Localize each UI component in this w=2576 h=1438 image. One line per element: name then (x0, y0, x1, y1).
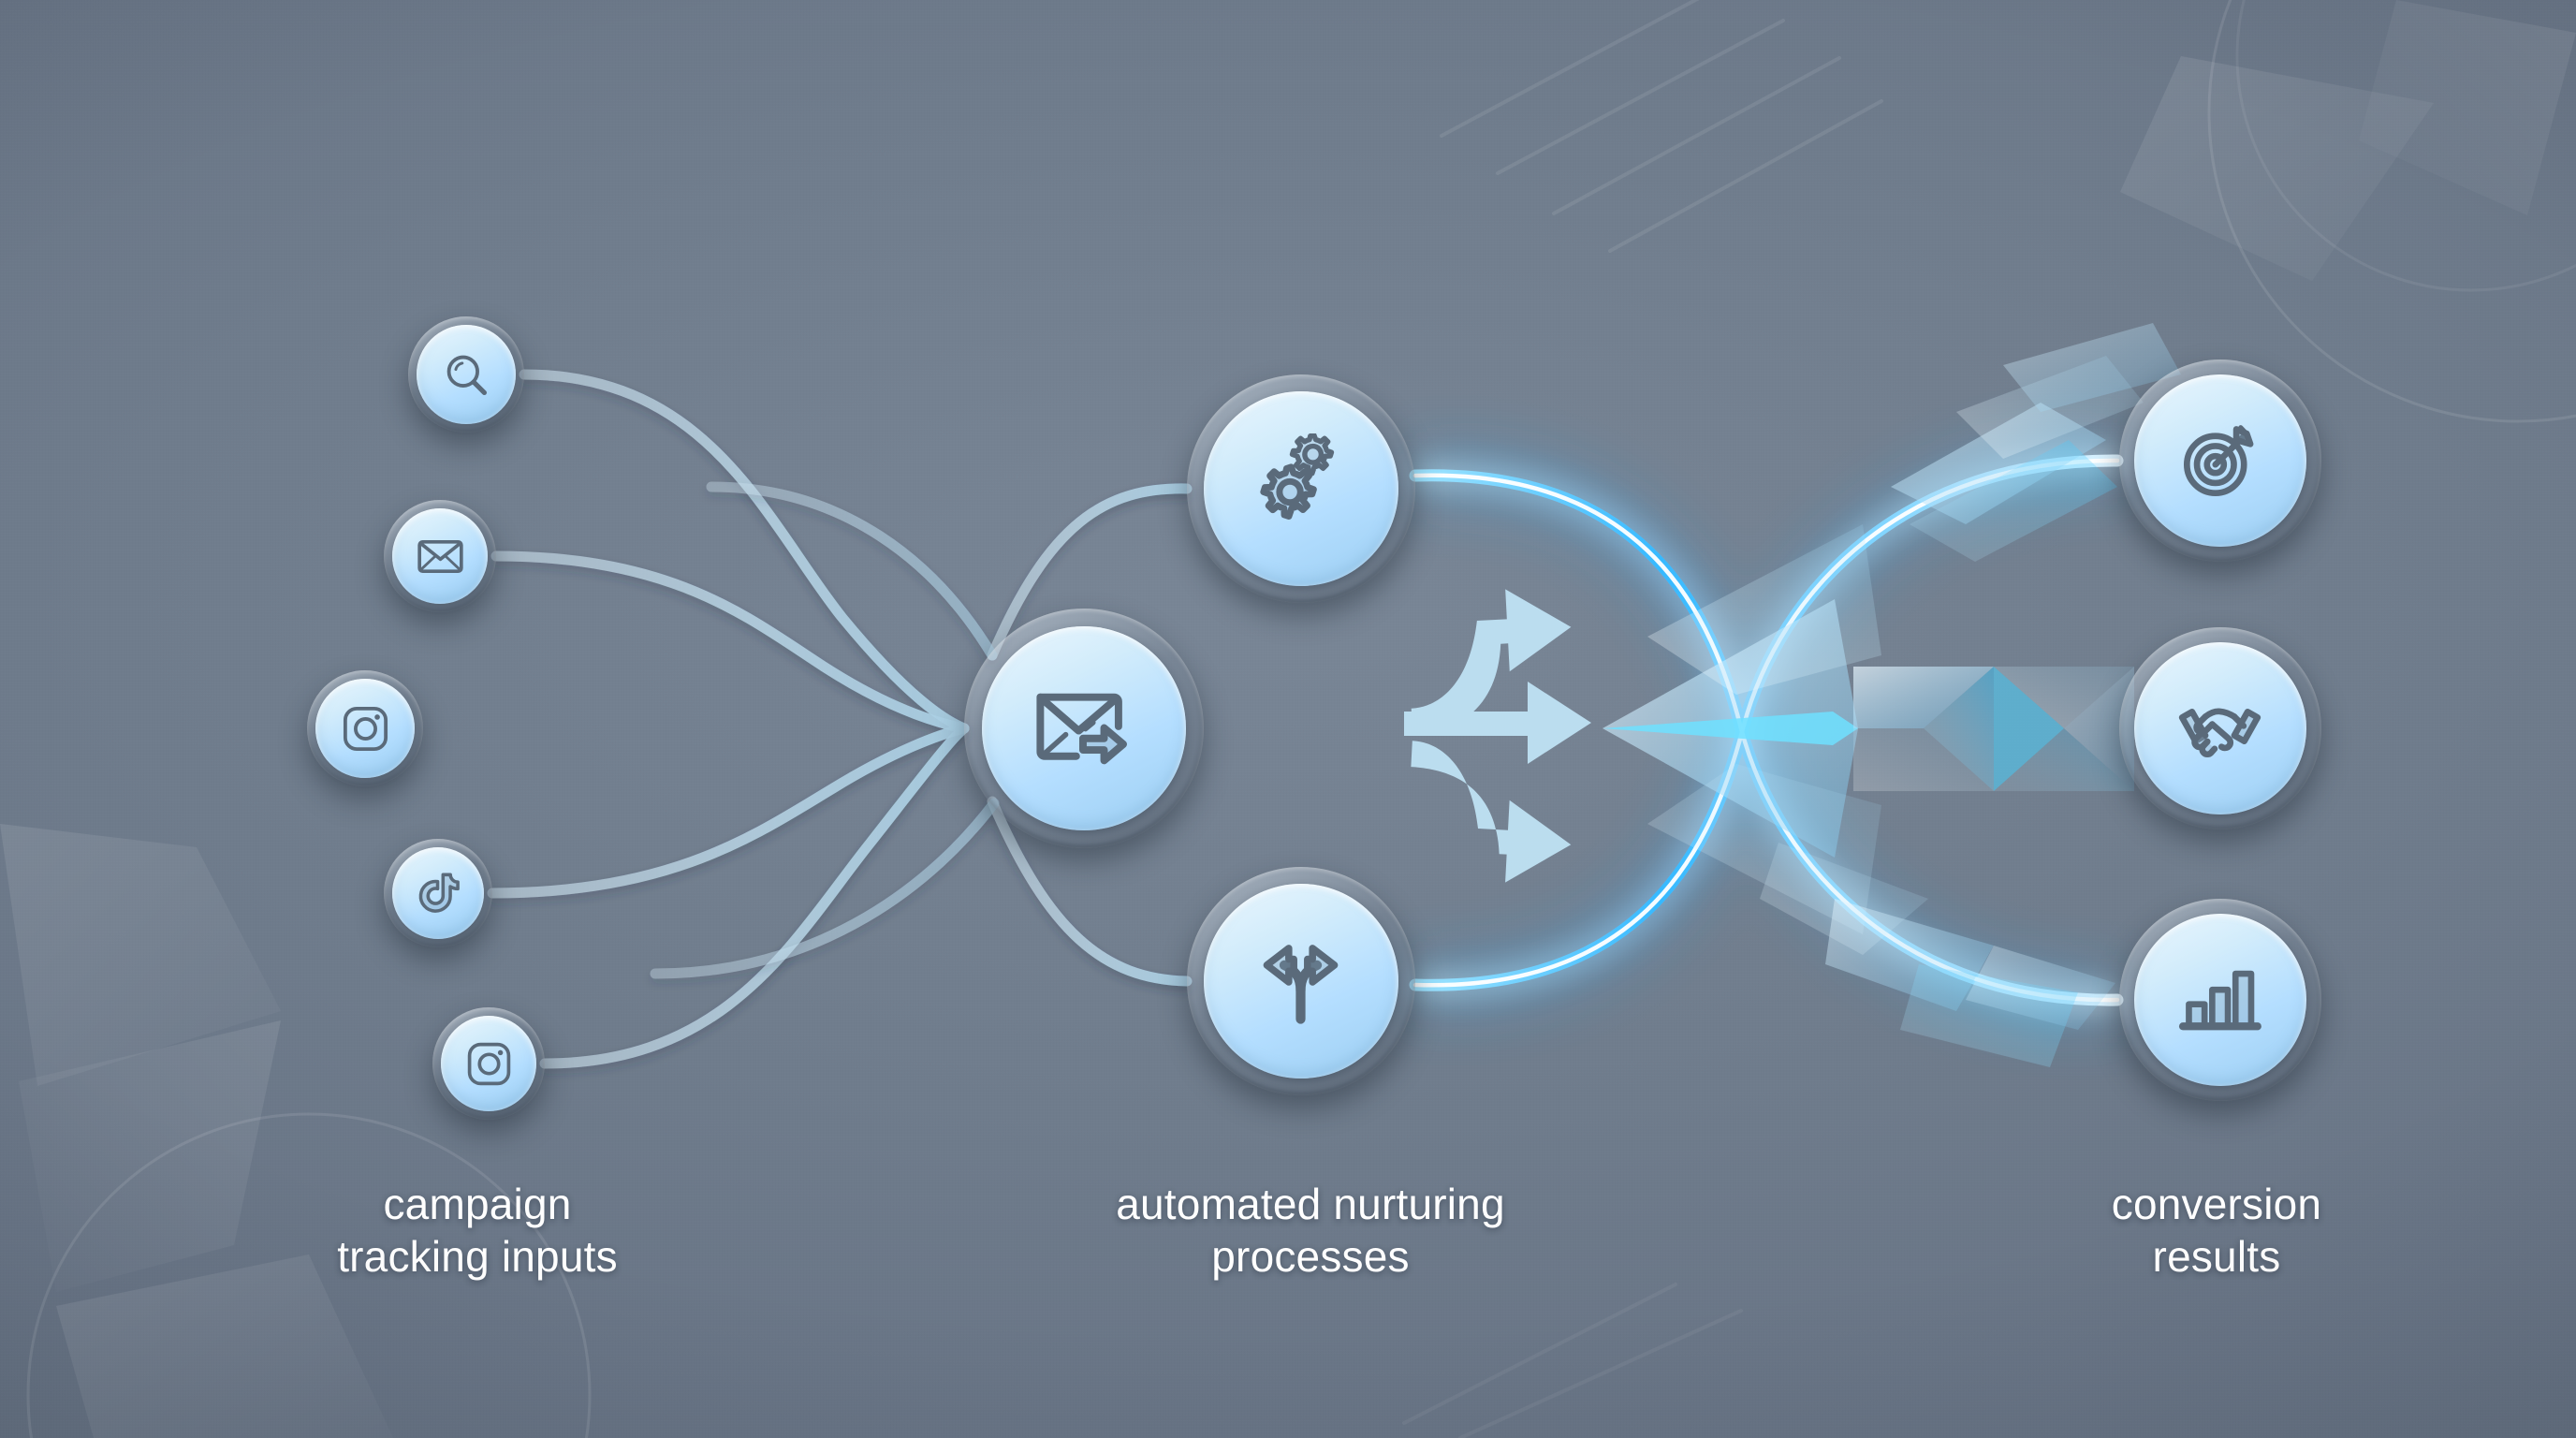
node-instagram2[interactable] (432, 1007, 545, 1120)
caption-results: conversion results (2111, 1180, 2322, 1282)
node-face (392, 847, 484, 939)
bar-chart-icon (2172, 951, 2268, 1048)
branch-arrows-icon (1246, 926, 1355, 1035)
node-tiktok[interactable] (384, 839, 492, 947)
node-face (2133, 374, 2307, 548)
search-icon (439, 347, 494, 403)
node-branch[interactable] (1187, 867, 1415, 1095)
handshake-icon (2172, 680, 2268, 776)
node-face (2133, 913, 2307, 1087)
node-face (441, 1016, 536, 1111)
instagram-icon (462, 1037, 516, 1091)
envelope-icon (414, 530, 467, 583)
node-face (1203, 883, 1399, 1079)
node-gears[interactable] (1187, 374, 1415, 603)
node-sendmail[interactable] (964, 609, 1204, 848)
node-face (1203, 390, 1399, 587)
node-search[interactable] (408, 316, 524, 433)
node-face (417, 325, 516, 424)
node-face (315, 679, 415, 778)
caption-inputs: campaign tracking inputs (337, 1180, 618, 1282)
node-handshake[interactable] (2119, 627, 2321, 829)
node-target[interactable] (2119, 360, 2321, 562)
node-face (392, 508, 488, 604)
target-icon (2172, 412, 2268, 508)
tiktok-icon (413, 868, 464, 919)
gears-icon (1246, 433, 1355, 543)
node-instagram[interactable] (307, 670, 423, 786)
send-email-icon (1026, 670, 1141, 785)
node-face (981, 625, 1187, 831)
node-email[interactable] (384, 500, 496, 612)
instagram-icon (338, 701, 393, 756)
node-face (2133, 641, 2307, 815)
caption-processes: automated nurturing processes (1116, 1180, 1505, 1282)
node-barchart[interactable] (2119, 899, 2321, 1101)
